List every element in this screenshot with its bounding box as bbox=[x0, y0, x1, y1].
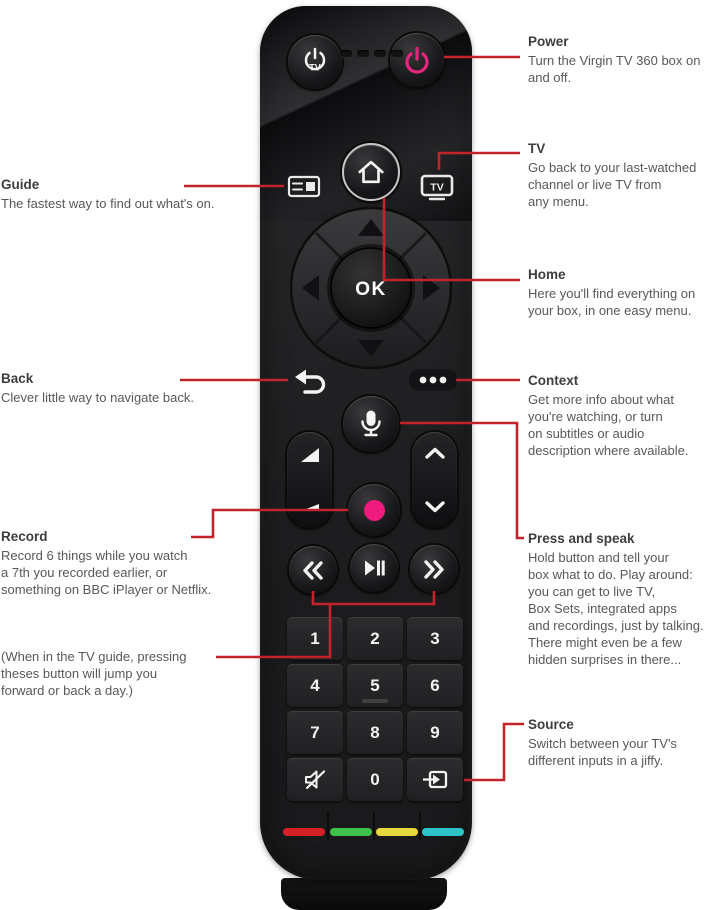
annotation-body: Record 6 things while you watch a 7th yo… bbox=[1, 548, 212, 597]
keypad: 1 2 3 4 5 6 7 8 9 0 bbox=[287, 617, 463, 801]
volume-up-icon bbox=[300, 448, 319, 462]
annotation-body: Here you'll find everything on your box,… bbox=[528, 286, 696, 318]
dpad-left-arrow bbox=[302, 275, 319, 301]
dpad-right-arrow bbox=[423, 275, 440, 301]
key-0[interactable]: 0 bbox=[347, 758, 403, 801]
volume-down-icon bbox=[300, 504, 319, 511]
volume-rocker[interactable] bbox=[287, 432, 332, 528]
tv-button[interactable]: TV bbox=[415, 171, 459, 203]
svg-text:TV: TV bbox=[430, 182, 443, 194]
play-pause-icon bbox=[365, 560, 385, 576]
key-3[interactable]: 3 bbox=[407, 617, 463, 660]
color-key-yellow[interactable] bbox=[376, 828, 418, 836]
channel-rocker[interactable] bbox=[412, 432, 457, 528]
annotation-title: Context bbox=[528, 373, 579, 388]
context-dots-icon bbox=[419, 376, 447, 384]
annotation-source: Source Switch between your TV's differen… bbox=[528, 716, 720, 769]
annotation-body: Get more info about what you're watching… bbox=[528, 392, 689, 458]
record-button[interactable] bbox=[348, 484, 400, 536]
guide-icon bbox=[287, 175, 321, 197]
annotation-title: Home bbox=[528, 267, 566, 282]
annotation-title: Guide bbox=[1, 177, 40, 192]
annotation-title: Back bbox=[1, 371, 34, 386]
source-key[interactable] bbox=[407, 758, 463, 801]
key-2[interactable]: 2 bbox=[347, 617, 403, 660]
annotation-title: TV bbox=[528, 141, 546, 156]
remote-body: TV bbox=[260, 6, 472, 880]
mute-icon bbox=[304, 770, 325, 790]
rewind-button[interactable] bbox=[289, 546, 337, 594]
color-key-red[interactable] bbox=[283, 828, 325, 836]
dpad-up-arrow bbox=[358, 219, 384, 236]
color-key-teal[interactable] bbox=[422, 828, 464, 836]
remote-bottom-cap bbox=[281, 878, 447, 910]
mic-grille bbox=[340, 50, 403, 58]
dpad-down-arrow bbox=[358, 340, 384, 357]
annotation-body: Turn the Virgin TV 360 box on and off. bbox=[528, 53, 701, 85]
annotation-back: Back Clever little way to navigate back. bbox=[1, 370, 257, 406]
annotation-home: Home Here you'll find everything on your… bbox=[528, 266, 720, 319]
fast-forward-button[interactable] bbox=[410, 545, 458, 593]
channel-down-icon bbox=[424, 501, 445, 513]
key-6[interactable]: 6 bbox=[407, 664, 463, 707]
tv-power-icon: TV bbox=[304, 47, 326, 73]
key-5-label: 5 bbox=[370, 675, 380, 695]
context-button[interactable] bbox=[409, 369, 457, 391]
color-key-divider bbox=[327, 812, 329, 840]
play-pause-button[interactable] bbox=[350, 544, 398, 592]
key-9[interactable]: 9 bbox=[407, 711, 463, 754]
annotation-body: Switch between your TV's different input… bbox=[528, 736, 677, 768]
key-5[interactable]: 5 bbox=[347, 664, 403, 707]
annotation-record: Record Record 6 things while you watch a… bbox=[1, 528, 257, 598]
color-key-green[interactable] bbox=[330, 828, 372, 836]
back-icon bbox=[295, 369, 326, 394]
home-button[interactable] bbox=[342, 143, 400, 201]
annotation-title: Power bbox=[528, 34, 569, 49]
annotation-body: The fastest way to find out what's on. bbox=[1, 196, 215, 211]
annotation-body: Clever little way to navigate back. bbox=[1, 390, 194, 405]
ok-button[interactable]: OK bbox=[327, 244, 415, 332]
annotation-tv-guide-note: (When in the TV guide, pressing theses b… bbox=[1, 648, 257, 699]
rewind-icon bbox=[303, 560, 323, 580]
home-icon bbox=[358, 160, 384, 184]
mute-key[interactable] bbox=[287, 758, 343, 801]
annotation-title: Source bbox=[528, 717, 574, 732]
box-power-icon bbox=[405, 46, 429, 74]
annotation-context: Context Get more info about what you're … bbox=[528, 372, 720, 459]
color-key-divider bbox=[373, 812, 375, 840]
box-power-button[interactable] bbox=[390, 33, 444, 87]
voice-button[interactable] bbox=[343, 396, 399, 452]
annotation-press-speak: Press and speak Hold button and tell you… bbox=[528, 530, 720, 668]
key-5-bump bbox=[362, 699, 388, 703]
annotation-power: Power Turn the Virgin TV 360 box on and … bbox=[528, 33, 720, 86]
svg-text:OK: OK bbox=[355, 279, 387, 300]
svg-text:TV: TV bbox=[309, 63, 321, 73]
source-icon bbox=[422, 770, 447, 789]
back-button[interactable] bbox=[288, 365, 332, 397]
fast-forward-icon bbox=[424, 559, 444, 579]
microphone-icon bbox=[361, 410, 381, 437]
record-dot-icon bbox=[363, 499, 385, 521]
annotation-title: Press and speak bbox=[528, 531, 635, 546]
annotation-body: Hold button and tell your box what to do… bbox=[528, 550, 704, 667]
channel-up-icon bbox=[424, 447, 445, 459]
key-8[interactable]: 8 bbox=[347, 711, 403, 754]
tv-icon: TV bbox=[420, 174, 454, 201]
annotation-guide: Guide The fastest way to find out what's… bbox=[1, 176, 257, 212]
tv-power-button[interactable]: TV bbox=[288, 35, 342, 89]
annotation-body: Go back to your last-watched channel or … bbox=[528, 160, 697, 209]
annotation-tv: TV Go back to your last-watched channel … bbox=[528, 140, 720, 210]
key-4[interactable]: 4 bbox=[287, 664, 343, 707]
annotation-title: Record bbox=[1, 529, 48, 544]
connector-source bbox=[464, 722, 524, 782]
guide-button[interactable] bbox=[282, 171, 326, 201]
color-key-divider bbox=[419, 812, 421, 840]
annotation-body: (When in the TV guide, pressing theses b… bbox=[1, 649, 187, 698]
dpad[interactable]: OK bbox=[287, 204, 455, 372]
key-1[interactable]: 1 bbox=[287, 617, 343, 660]
key-7[interactable]: 7 bbox=[287, 711, 343, 754]
